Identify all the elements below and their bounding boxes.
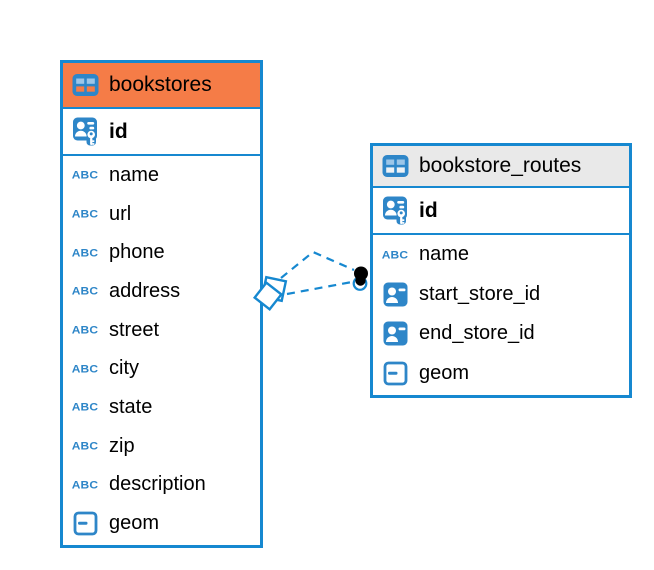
column-row[interactable]: ABC street bbox=[63, 310, 260, 350]
reference-type-icon bbox=[380, 281, 410, 307]
column-row[interactable]: ABC zip bbox=[63, 426, 260, 466]
column-name: phone bbox=[109, 241, 165, 264]
column-row[interactable]: geom bbox=[373, 353, 629, 393]
column-row[interactable]: ABC description bbox=[63, 465, 260, 505]
text-type-icon: ABC bbox=[71, 439, 99, 453]
column-name: street bbox=[109, 318, 160, 341]
geometry-type-icon bbox=[70, 511, 100, 537]
column-list: ABC name ABC url ABC phone ABC address A… bbox=[63, 156, 260, 543]
text-type-icon: ABC bbox=[71, 362, 99, 376]
relationship-line[interactable] bbox=[286, 280, 353, 296]
primary-key-name: id bbox=[109, 119, 128, 143]
text-type-icon: ABC bbox=[71, 401, 99, 414]
relationship-line[interactable] bbox=[280, 250, 355, 279]
table-name: bookstores bbox=[109, 73, 212, 96]
primary-key-row[interactable]: id bbox=[63, 109, 260, 156]
column-name: name bbox=[419, 243, 470, 266]
reference-type-icon bbox=[380, 321, 410, 347]
column-row[interactable]: ABC name bbox=[373, 235, 629, 275]
text-type-icon: ABC bbox=[71, 323, 99, 337]
column-row[interactable]: ABC phone bbox=[63, 233, 260, 273]
column-name: address bbox=[109, 279, 181, 302]
geometry-type-icon bbox=[380, 360, 410, 386]
text-type-icon: ABC bbox=[381, 248, 409, 262]
text-type-icon: ABC bbox=[71, 207, 99, 221]
text-type-icon: ABC bbox=[71, 246, 99, 260]
table-header-bookstore-routes[interactable]: bookstore_routes bbox=[373, 146, 629, 188]
column-name: end_store_id bbox=[419, 322, 535, 345]
column-name: zip bbox=[109, 434, 135, 457]
text-type-icon: ABC bbox=[71, 478, 99, 492]
column-name: city bbox=[109, 357, 139, 380]
table-icon bbox=[380, 153, 410, 179]
text-type-icon: ABC bbox=[71, 284, 99, 298]
column-row[interactable]: ABC city bbox=[63, 349, 260, 389]
column-row[interactable]: end_store_id bbox=[373, 314, 629, 354]
primary-key-icon bbox=[70, 117, 100, 146]
column-name: description bbox=[109, 473, 206, 496]
column-name: geom bbox=[419, 361, 470, 384]
column-name: geom bbox=[109, 512, 160, 535]
primary-key-name: id bbox=[419, 198, 438, 222]
column-list: ABC name start_store_id bbox=[373, 235, 629, 393]
column-row[interactable]: ABC address bbox=[63, 272, 260, 311]
column-row[interactable]: ABC name bbox=[63, 156, 260, 195]
column-row[interactable]: start_store_id bbox=[373, 274, 629, 314]
text-type-icon: ABC bbox=[71, 168, 99, 182]
column-row[interactable]: geom bbox=[63, 504, 260, 543]
primary-key-row[interactable]: id bbox=[373, 188, 629, 235]
relationship-dot-marker[interactable] bbox=[352, 266, 368, 291]
table-bookstores[interactable]: bookstores id bbox=[60, 60, 263, 548]
column-name: state bbox=[109, 395, 153, 418]
column-row[interactable]: ABC state bbox=[63, 388, 260, 427]
column-name: name bbox=[109, 163, 160, 186]
primary-key-icon bbox=[380, 196, 410, 225]
table-header-bookstores[interactable]: bookstores bbox=[63, 63, 260, 109]
column-name: url bbox=[109, 202, 132, 225]
table-name: bookstore_routes bbox=[419, 154, 582, 177]
relationship-diamond-marker[interactable] bbox=[252, 275, 288, 312]
table-bookstore-routes[interactable]: bookstore_routes id bbox=[370, 143, 632, 398]
table-icon bbox=[70, 72, 100, 98]
column-name: start_store_id bbox=[419, 282, 541, 305]
column-row[interactable]: ABC url bbox=[63, 194, 260, 234]
